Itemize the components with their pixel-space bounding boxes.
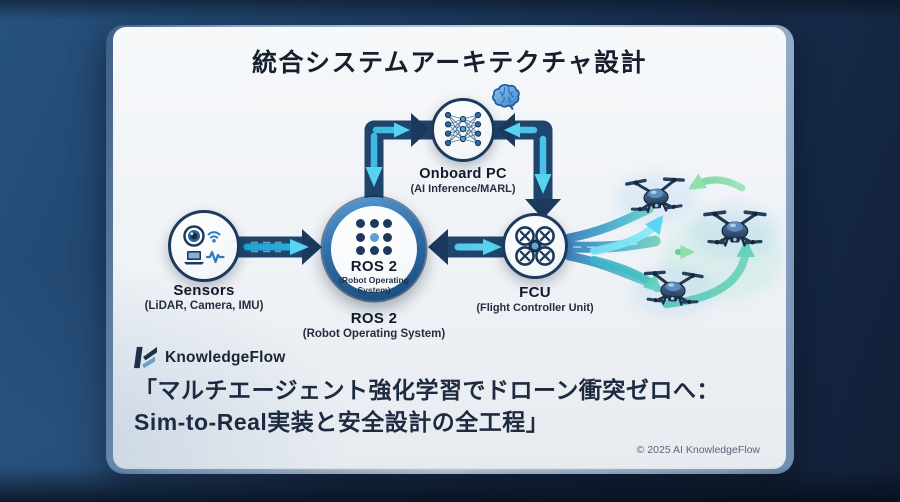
label-sensors: Sensors (LiDAR, Camera, IMU): [124, 282, 284, 312]
brand-name: KnowledgeFlow: [165, 348, 286, 366]
slide-card: 統合システムアーキテクチャ設計: [113, 27, 786, 469]
flight-controller-icon: [515, 226, 555, 266]
copyright-text: © 2025 AI KnowledgeFlow: [636, 444, 760, 456]
ros2-inner-sublabel: (Robot Operating System): [339, 275, 409, 295]
lidar-device-icon: [184, 251, 204, 265]
card-bevel: 統合システムアーキテクチャ設計: [106, 25, 794, 474]
node-fcu: [502, 213, 568, 279]
sensors-label: Sensors: [173, 282, 235, 299]
label-onboard-pc: Onboard PC (AI Inference/MARL): [363, 166, 563, 195]
ros2-inner-label: ROS 2: [350, 258, 398, 275]
pulse-waveform-icon: [205, 250, 225, 264]
brain-icon: [491, 84, 520, 110]
label-ros2: ROS 2 (Robot Operating System): [284, 310, 464, 340]
fcu-sublabel: (Flight Controller Unit): [476, 302, 594, 314]
label-fcu: FCU (Flight Controller Unit): [455, 284, 615, 314]
ros2-label: ROS 2: [350, 310, 398, 327]
quote-line-2: Sim-to-Real実装と安全設計の全工程」: [134, 409, 550, 435]
ros2-dots-icon: [356, 219, 392, 255]
node-onboard-pc: [431, 98, 495, 162]
neural-network-icon: [444, 111, 482, 147]
sensor-suite-icon: [183, 225, 225, 265]
node-sensors: [168, 210, 240, 282]
sensors-sublabel: (LiDAR, Camera, IMU): [144, 300, 264, 312]
fcu-label: FCU: [519, 284, 551, 301]
camera-icon: [183, 225, 205, 247]
wifi-icon: [207, 231, 221, 243]
pipe-ros2-to-fcu: [428, 229, 505, 265]
onboard-pc-sublabel: (AI Inference/MARL): [410, 183, 516, 195]
brand-row: KnowledgeFlow: [133, 345, 286, 370]
slide-title: 統合システムアーキテクチャ設計: [251, 49, 647, 77]
ros2-sublabel: (Robot Operating System): [302, 328, 446, 340]
onboard-pc-label: Onboard PC: [419, 166, 507, 182]
quote-line-1: 「マルチエージェント強化学習でドローン衝突ゼロへ：: [134, 377, 720, 403]
node-ros2: ROS 2 (Robot Operating System): [322, 197, 426, 301]
knowledgeflow-logo-icon: [133, 346, 158, 369]
pipe-sensors-to-ros2: [238, 229, 322, 265]
slide-quote: 「マルチエージェント強化学習でドローン衝突ゼロへ： Sim-to-Real実装と…: [134, 374, 774, 438]
